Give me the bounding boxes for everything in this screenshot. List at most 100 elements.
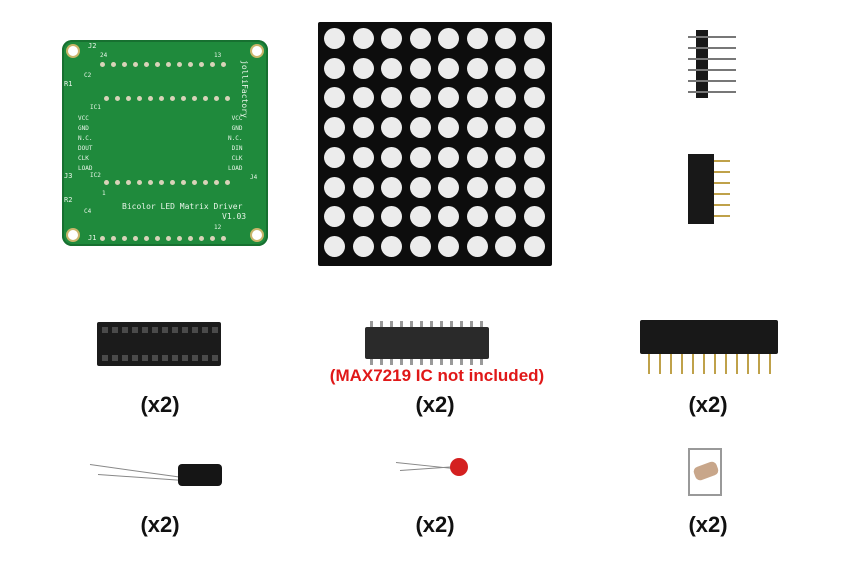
led-dot xyxy=(381,176,402,198)
pcb-pad xyxy=(221,236,226,241)
led-dot xyxy=(352,87,374,109)
pcb-pad xyxy=(188,62,193,67)
socket-slot xyxy=(132,327,138,333)
led-dot xyxy=(466,28,488,49)
led-dot xyxy=(466,57,488,79)
led-dot xyxy=(466,176,488,198)
led-dot xyxy=(523,87,545,109)
header-pin xyxy=(758,354,760,374)
pcb-pad xyxy=(188,236,193,241)
mounting-hole xyxy=(252,46,262,56)
pcb-label-pin: 24 xyxy=(100,52,108,59)
led-dot xyxy=(466,146,488,168)
chip-leg xyxy=(460,321,463,327)
header-pin xyxy=(688,80,736,82)
pcb-pin-label: CLK xyxy=(78,155,89,162)
led-dot xyxy=(495,117,516,139)
led-dot xyxy=(381,57,402,79)
pcb-pad xyxy=(115,180,120,185)
header-pin xyxy=(688,47,736,49)
pcb-brand: jolliFactory xyxy=(240,60,249,118)
chip-leg xyxy=(480,321,483,327)
led-dot xyxy=(495,235,516,257)
led-dot xyxy=(352,117,374,139)
pcb-pad xyxy=(210,62,215,67)
header-pin xyxy=(714,204,730,206)
chip-leg xyxy=(440,359,443,365)
header-pin xyxy=(769,354,771,374)
pcb-label-j2: J2 xyxy=(88,42,97,50)
header-pin xyxy=(681,354,683,374)
pcb-pad xyxy=(148,96,153,101)
header-pin xyxy=(688,58,736,60)
led-dot xyxy=(438,176,459,198)
led-dot xyxy=(381,28,402,49)
pcb-label-pin: 12 xyxy=(214,224,222,231)
pcb-label-r2: R2 xyxy=(64,196,73,204)
led-dot xyxy=(523,176,545,198)
pcb-pad xyxy=(192,180,197,185)
led-dot xyxy=(381,206,402,228)
note-ic-not-included: (MAX7219 IC not included) xyxy=(329,366,545,385)
chip-leg xyxy=(400,321,403,327)
quantity-ceramic-capacitor: (x2) xyxy=(415,512,455,537)
pcb-pad xyxy=(137,96,142,101)
pcb-pad xyxy=(122,236,127,241)
pcb-pad xyxy=(181,180,186,185)
pcb-pin-label: DOUT xyxy=(78,145,93,152)
led-matrix xyxy=(318,22,552,266)
pcb-pin-label: LOAD xyxy=(228,165,243,172)
socket-slot xyxy=(212,327,218,333)
led-dot xyxy=(495,57,516,79)
pcb-pad xyxy=(177,236,182,241)
led-dot xyxy=(352,176,374,198)
pcb-pad xyxy=(199,236,204,241)
socket-slot xyxy=(112,327,118,333)
socket-slot xyxy=(142,327,148,333)
pcb-right-pin-labels: VCC GND N.C. DIN CLK LOAD xyxy=(228,114,242,174)
pcb-pad xyxy=(166,62,171,67)
led-dot xyxy=(352,28,374,49)
led-dot xyxy=(438,235,459,257)
pcb-pad xyxy=(155,62,160,67)
header-pin xyxy=(714,193,730,195)
pcb-pad xyxy=(133,62,138,67)
header-pin xyxy=(659,354,661,374)
pcb-pad xyxy=(126,180,131,185)
socket-slot xyxy=(212,355,218,361)
header-pin xyxy=(747,354,749,374)
pcb-label-c2: C2 xyxy=(84,72,92,79)
socket-slot xyxy=(122,327,128,333)
led-dot xyxy=(495,176,516,198)
chip-leg xyxy=(440,321,443,327)
chip-leg xyxy=(450,321,453,327)
socket-slot xyxy=(182,327,188,333)
led-dot xyxy=(523,235,545,257)
pcb-pad xyxy=(203,96,208,101)
header-pin xyxy=(714,354,716,374)
chip-leg xyxy=(390,321,393,327)
socket-slot xyxy=(162,327,168,333)
led-dot xyxy=(409,57,431,79)
pcb-label-ic1: IC1 xyxy=(90,104,101,111)
pcb-label-pin: 13 xyxy=(214,52,222,59)
quantity-resistor: (x2) xyxy=(688,512,728,537)
led-dot xyxy=(495,206,516,228)
pcb-pin-label: N.C. xyxy=(78,135,93,142)
socket-slot xyxy=(162,355,168,361)
chip-leg xyxy=(410,359,413,365)
led-dot xyxy=(409,117,431,139)
led-dot xyxy=(438,146,459,168)
pcb-pad xyxy=(148,180,153,185)
led-dot xyxy=(523,57,545,79)
chip-leg xyxy=(410,321,413,327)
led-dot xyxy=(438,28,459,49)
mounting-hole xyxy=(252,230,262,240)
header-pin xyxy=(688,91,736,93)
socket-slot xyxy=(192,327,198,333)
led-dot xyxy=(409,206,431,228)
led-dot xyxy=(438,57,459,79)
pcb-pin-label: N.C. xyxy=(228,135,243,142)
led-dot xyxy=(409,28,431,49)
led-dot xyxy=(438,206,459,228)
